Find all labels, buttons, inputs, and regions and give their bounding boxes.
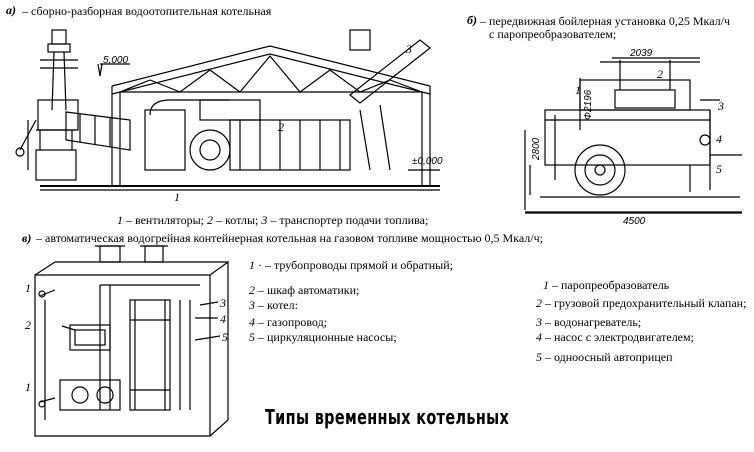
- legend-v-row-2: 2 – шкаф автоматики;: [249, 283, 359, 297]
- legend-b-num-3: 3: [536, 315, 542, 329]
- legend-a: 1 – вентиляторы; 2 – котлы; 3 – транспор…: [117, 213, 428, 227]
- dim-zero-a: ±0,000: [412, 156, 443, 167]
- callout-v-5: 5: [222, 330, 228, 344]
- legend-b-text-2: – грузовой предохранительный клапан;: [542, 296, 747, 310]
- legend-b-num-4: 4: [536, 330, 542, 344]
- caption-b-line1: – передвижная бойлерная установка 0,25 М…: [480, 14, 730, 28]
- legend-v-text-3: – котел:: [255, 298, 298, 312]
- callout-b-1: 1: [575, 83, 581, 97]
- legend-v-text-2: – шкаф автоматики;: [255, 283, 360, 297]
- container-boiler-drawing: [34, 245, 229, 437]
- caption-a-text: – сборно-разборная водоотопительная коте…: [22, 4, 272, 18]
- callout-b-4: 4: [716, 132, 722, 146]
- legend-b-num-5: 5: [536, 350, 542, 364]
- callout-v-1-top: 1: [25, 281, 31, 295]
- legend-b-num-2: 2: [536, 296, 542, 310]
- legend-a-text-1: – вентиляторы;: [123, 213, 204, 227]
- caption-b-letter: б): [467, 13, 477, 27]
- callout-v-3: 3: [220, 296, 226, 310]
- footer-title: Типы временных котельных: [265, 405, 510, 429]
- callout-a-1: 1: [174, 190, 180, 204]
- legend-b-text-1: – паропреобразователь: [549, 278, 670, 292]
- legend-v-row-3: 3 – котел:: [249, 298, 298, 312]
- boiler-house-section-drawing: [15, 29, 440, 191]
- callout-b-2: 2: [657, 67, 663, 81]
- callout-v-2: 2: [25, 318, 31, 332]
- caption-v-text: – автоматическая водогрейная контейнерна…: [36, 231, 543, 245]
- legend-a-num-1: 1: [117, 213, 123, 227]
- legend-v-text-1: · – трубопроводы прямой и обратный;: [255, 258, 453, 272]
- legend-v-num-2: 2: [249, 283, 255, 297]
- callout-v-4: 4: [220, 312, 226, 326]
- legend-b-text-4: – насос с электродвигателем;: [542, 330, 694, 344]
- mobile-boiler-drawing: [524, 57, 742, 214]
- legend-a-text-2: – котлы;: [213, 213, 259, 227]
- legend-v-row-1: 1 · – трубопроводы прямой и обратный;: [249, 258, 453, 272]
- legend-b-row-2: 2 – грузовой предохранительный клапан;: [536, 296, 746, 310]
- legend-a-text-3: – транспортер подачи топлива;: [267, 213, 429, 227]
- callout-v-1-bottom: 1: [25, 380, 31, 394]
- legend-a-num-2: 2: [207, 213, 213, 227]
- dim-top-a: 5,000: [103, 55, 129, 66]
- legend-b-text-5: – одноосный автоприцеп: [542, 350, 673, 364]
- dim-height-a-b: 2800: [531, 137, 542, 160]
- caption-v-letter: в): [22, 231, 32, 245]
- legend-b-row-5: 5 – одноосный автоприцеп: [536, 350, 673, 364]
- legend-b-text-3: – водонагреватель;: [542, 315, 642, 329]
- callout-a-2: 2: [278, 120, 284, 134]
- legend-v-row-4: 4 – газопровод;: [249, 315, 327, 329]
- legend-b-row-4: 4 – насос с электродвигателем;: [536, 330, 694, 344]
- legend-a-num-3: 3: [261, 213, 268, 227]
- dim-length-b: 4500: [623, 216, 646, 227]
- legend-v-num-3: 3: [249, 298, 255, 312]
- legend-v-num-5: 5: [249, 330, 255, 344]
- legend-b-row-1: 1 – паропреобразователь: [543, 278, 669, 292]
- legend-b-row-3: 3 – водонагреватель;: [536, 315, 641, 329]
- callout-a-3: 3: [406, 42, 412, 56]
- callout-b-5: 5: [716, 162, 722, 176]
- legend-v-row-5: 5 – циркуляционные насосы;: [249, 330, 397, 344]
- dim-height-b-b: Ф2196: [583, 89, 594, 120]
- legend-b-num-1: 1: [543, 278, 549, 292]
- legend-v-num-4: 4: [249, 315, 255, 329]
- dim-width-top-b: 2039: [630, 48, 653, 59]
- callout-b-3: 3: [718, 99, 724, 113]
- caption-b-line2: с паропреобразователем;: [489, 27, 617, 41]
- legend-v-text-4: – газопровод;: [255, 315, 328, 329]
- legend-v-num-1: 1: [249, 258, 255, 272]
- legend-v-text-5: – циркуляционные насосы;: [255, 330, 397, 344]
- caption-a-letter: а): [6, 3, 16, 17]
